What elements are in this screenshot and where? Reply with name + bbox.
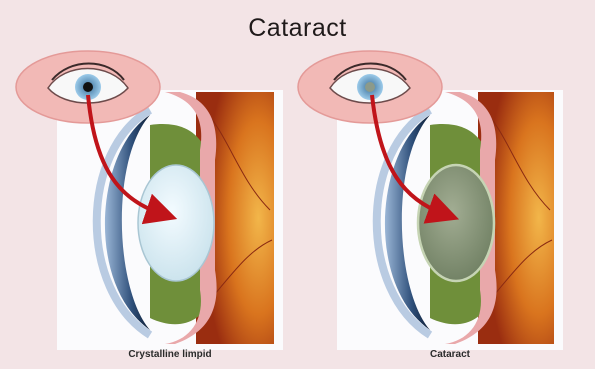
caption-crystalline-limpid: Crystalline limpid — [57, 349, 283, 360]
eye-cross-section-left — [97, 92, 274, 344]
caption-cataract: Cataract — [337, 349, 563, 360]
eye-front-view-left — [16, 51, 160, 123]
lens-cloudy — [418, 165, 494, 281]
eye-front-view-right — [298, 51, 442, 123]
eye-cross-section-right — [377, 92, 554, 344]
lens-clear — [138, 165, 214, 281]
